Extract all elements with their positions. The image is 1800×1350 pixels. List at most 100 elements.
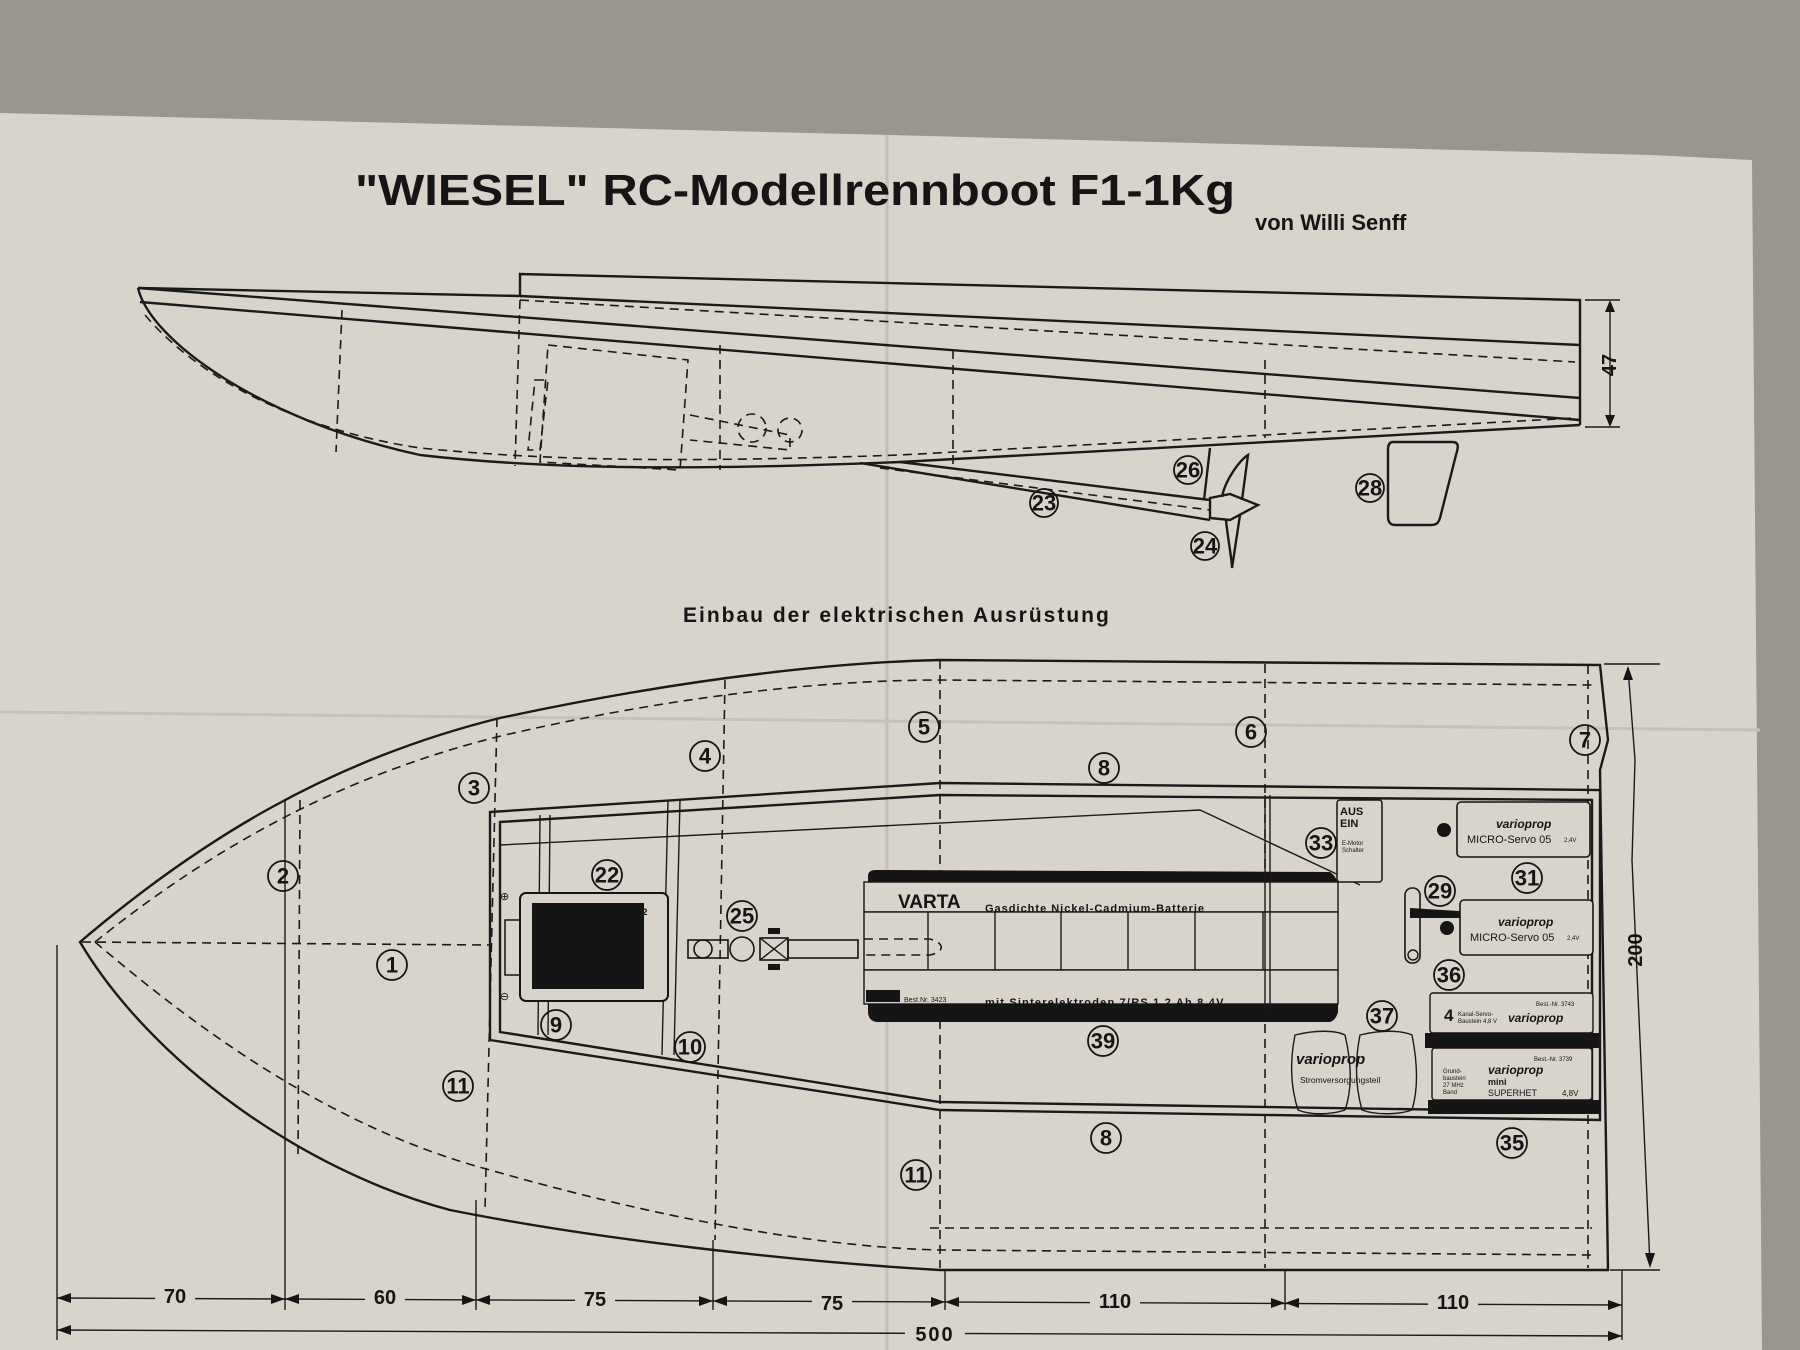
- dim-segment-4: 75: [821, 1293, 843, 1315]
- height-dimension: 47: [1599, 354, 1621, 376]
- svg-text:2,4V: 2,4V: [1564, 838, 1576, 844]
- svg-text:10: 10: [678, 1035, 702, 1060]
- svg-text:37: 37: [1370, 1004, 1394, 1029]
- svg-text:Best.-Nr. 3739: Best.-Nr. 3739: [1534, 1057, 1573, 1063]
- svg-text:33: 33: [1309, 831, 1333, 856]
- part-callout-39: 39: [1087, 1025, 1119, 1057]
- bulkhead-callout-3: 3: [458, 772, 490, 804]
- propeller-icon: [1208, 452, 1261, 569]
- document-author: von Willi Senff: [1255, 210, 1407, 235]
- section-subtitle: Einbau der elektrischen Ausrüstung: [683, 604, 1111, 627]
- plus-terminal-icon: ⊕: [500, 891, 509, 903]
- svg-text:Gasdichte Nickel-Cadmium-Batte: Gasdichte Nickel-Cadmium-Batterie: [985, 903, 1205, 915]
- svg-text:28: 28: [1358, 476, 1382, 501]
- part-callout-29: 29: [1424, 875, 1456, 907]
- svg-text:Belastung in Druck-: Belastung in Druck-: [537, 974, 594, 981]
- svg-text:6: 6: [1245, 720, 1257, 745]
- svg-text:27 MHz: 27 MHz: [1443, 1083, 1464, 1089]
- svg-text:22: 22: [595, 863, 619, 888]
- servo-1: varioprop MICRO-Servo 05 2,4V: [1437, 801, 1591, 858]
- part-callout-36: 36: [1433, 959, 1465, 991]
- svg-text:Hochleistungs-Elektromotor: Hochleistungs-Elektromotor: [537, 943, 630, 952]
- part-callout-37: 37: [1366, 1000, 1398, 1032]
- bulkhead-callout-7: 7: [1569, 724, 1601, 756]
- svg-text:23: 23: [1032, 491, 1056, 516]
- svg-text:36: 36: [1437, 963, 1461, 988]
- part-callout-31: 31: [1511, 862, 1543, 894]
- svg-text:9: 9: [550, 1013, 562, 1038]
- rudder: [1386, 440, 1459, 527]
- svg-text:4: 4: [699, 744, 712, 769]
- svg-text:JUMBO 540: JUMBO 540: [542, 922, 636, 941]
- svg-text:baustein: baustein: [1443, 1076, 1466, 1082]
- svg-text:AUS: AUS: [1340, 806, 1363, 818]
- svg-text:4,8V: 4,8V: [1562, 1089, 1579, 1098]
- svg-text:Baustein 4,8 V: Baustein 4,8 V: [1458, 1019, 1497, 1025]
- part-callout-24: 24: [1190, 531, 1220, 561]
- svg-text:Graupner: Graupner: [536, 908, 570, 917]
- svg-text:Band: Band: [1443, 1090, 1457, 1096]
- part-callout-25: 25: [726, 900, 758, 932]
- svg-text:MICRO-Servo 05: MICRO-Servo 05: [1467, 834, 1551, 846]
- svg-text:11: 11: [446, 1074, 469, 1099]
- svg-text:Grund-: Grund-: [1443, 1069, 1462, 1075]
- servo-arm-29: [1404, 887, 1475, 964]
- bulkhead-callout-6: 6: [1235, 716, 1267, 748]
- power-supply-unit: varioprop Stromversorgungsteil: [1290, 1030, 1418, 1115]
- svg-text:26: 26: [1176, 458, 1200, 483]
- part-callout-8-bottom: 8: [1090, 1122, 1122, 1154]
- part-callout-10: 10: [674, 1031, 706, 1063]
- motor-switch: AUS EIN E-Motor Schalter: [1264, 795, 1383, 1010]
- battery-varta: VARTA Gasdichte Nickel-Cadmium-Batterie …: [863, 870, 1339, 1022]
- motor-jumbo-540: Graupner Best.-Nr. 1772 JUMBO 540 Hochle…: [500, 891, 669, 1003]
- svg-text:5: 5: [918, 715, 930, 740]
- part-callout-11-left: 11: [442, 1070, 474, 1102]
- receiver-superhet: Best.-Nr. 3739 Grund- baustein 27 MHz Ba…: [1428, 1047, 1600, 1114]
- svg-text:VARTA: VARTA: [898, 892, 961, 913]
- part-callout-11-right: 11: [900, 1159, 932, 1191]
- svg-text:E-Motor: E-Motor: [1342, 841, 1363, 847]
- svg-text:varioprop: varioprop: [1508, 1011, 1563, 1025]
- svg-text:Stromversorgungsteil: Stromversorgungsteil: [1300, 1075, 1380, 1085]
- dim-segment-2: 60: [374, 1287, 396, 1309]
- paper-sheet: [0, 113, 1762, 1350]
- shaft-coupling: [687, 928, 859, 970]
- svg-text:31: 31: [1515, 866, 1539, 891]
- part-callout-35: 35: [1496, 1127, 1528, 1159]
- dim-total-length: 500: [915, 1324, 954, 1346]
- svg-text:varioprop: varioprop: [1498, 915, 1553, 929]
- part-callout-28: 28: [1355, 473, 1385, 503]
- dim-segment-5: 110: [1099, 1291, 1131, 1313]
- svg-text:25: 25: [730, 904, 754, 929]
- svg-text:8: 8: [1100, 1126, 1112, 1151]
- minus-terminal-icon: ⊖: [500, 991, 509, 1003]
- svg-text:varioprop: varioprop: [1488, 1063, 1543, 1077]
- svg-text:Kanal-Servo-: Kanal-Servo-: [1458, 1012, 1493, 1018]
- dim-segment-1: 70: [164, 1286, 186, 1308]
- svg-text:Werte für Kurzzeit-: Werte für Kurzzeit-: [537, 967, 591, 974]
- svg-text:1: 1: [386, 953, 398, 978]
- servo-module-4ch: Best.-Nr. 3743 4 Kanal-Servo- Baustein 4…: [1425, 992, 1599, 1048]
- svg-text:3: 3: [468, 776, 480, 801]
- svg-text:schriften beachten!: schriften beachten!: [537, 981, 592, 988]
- dim-segment-3: 75: [584, 1289, 606, 1311]
- side-view: 47 26 23 24 28: [136, 272, 1621, 569]
- part-callout-22: 22: [591, 859, 623, 891]
- svg-text:für Schiffsantrieb: für Schiffsantrieb: [537, 952, 593, 961]
- svg-text:Graupner: Graupner: [868, 994, 898, 1001]
- svg-text:mit Sinterelektroden 7/RS 1,2: mit Sinterelektroden 7/RS 1,2 Ah 8,4V: [985, 997, 1225, 1009]
- length-dimensions: 70 60 75 75 110 110 500: [56, 800, 1623, 1346]
- dim-segment-6: 110: [1437, 1292, 1469, 1314]
- svg-text:24: 24: [1193, 534, 1218, 559]
- document-title: "WIESEL" RC-Modellrennboot F1-1Kg: [355, 166, 1235, 215]
- svg-text:varioprop: varioprop: [1496, 817, 1551, 831]
- svg-text:35: 35: [1500, 1131, 1524, 1156]
- svg-text:SUPERHET: SUPERHET: [1488, 1088, 1538, 1098]
- svg-text:8: 8: [1098, 756, 1110, 781]
- bulkhead-callout-2: 2: [267, 860, 299, 892]
- svg-text:6V=: 6V=: [590, 965, 630, 990]
- part-callout-26: 26: [1173, 455, 1203, 485]
- bulkhead-callout-4: 4: [689, 740, 721, 772]
